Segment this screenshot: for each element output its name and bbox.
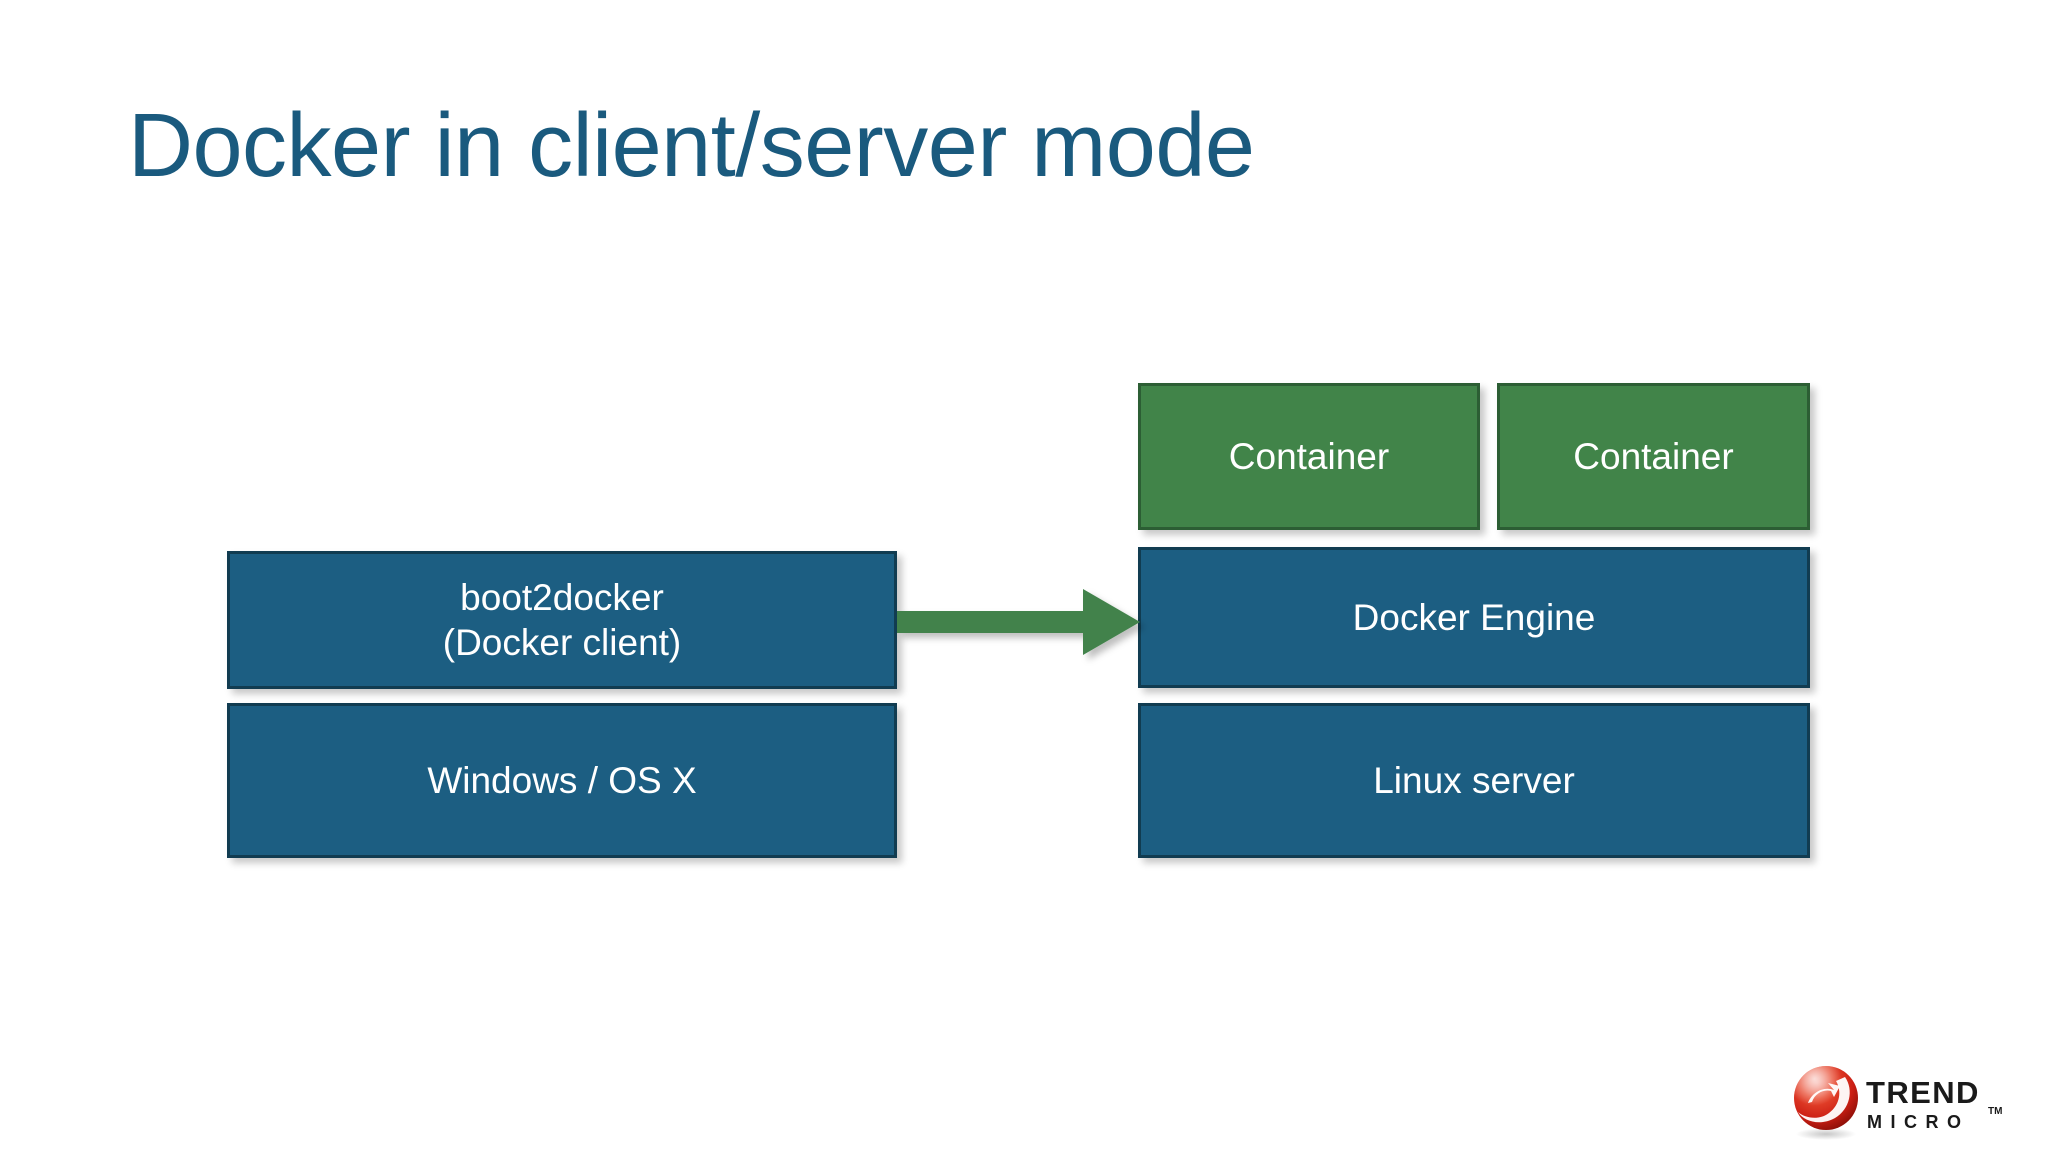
client-to-engine-connector bbox=[893, 578, 1153, 666]
boot2docker-client-label-line-1: boot2docker bbox=[460, 576, 664, 618]
docker-engine-label: Docker Engine bbox=[1352, 596, 1596, 638]
right-arrow-icon bbox=[897, 589, 1140, 655]
boot2docker-client-box[interactable]: boot2docker (Docker client) bbox=[227, 551, 897, 689]
container-box-2[interactable]: Container bbox=[1497, 383, 1810, 530]
container-box-2-label: Container bbox=[1573, 435, 1734, 477]
logo-wordmark-micro: MICRO bbox=[1867, 1112, 1970, 1132]
container-box-1-label: Container bbox=[1228, 435, 1390, 477]
page-title: Docker in client/server mode bbox=[128, 96, 1255, 197]
linux-server-label: Linux server bbox=[1373, 759, 1575, 801]
logo-trademark-symbol: TM bbox=[1988, 1106, 2002, 1117]
docker-engine-box[interactable]: Docker Engine bbox=[1138, 547, 1810, 688]
boot2docker-client-label: boot2docker (Docker client) bbox=[443, 575, 682, 665]
windows-osx-box[interactable]: Windows / OS X bbox=[227, 703, 897, 858]
trend-micro-logo-icon: TREND MICRO TM bbox=[1794, 1066, 2002, 1140]
logo-wordmark-trend: TREND bbox=[1866, 1075, 1980, 1110]
boot2docker-client-label-line-2: (Docker client) bbox=[442, 622, 682, 663]
trend-micro-logo: TREND MICRO TM bbox=[1788, 1062, 2008, 1142]
container-box-1[interactable]: Container bbox=[1138, 383, 1480, 530]
windows-osx-label: Windows / OS X bbox=[427, 759, 697, 801]
linux-server-box[interactable]: Linux server bbox=[1138, 703, 1810, 858]
